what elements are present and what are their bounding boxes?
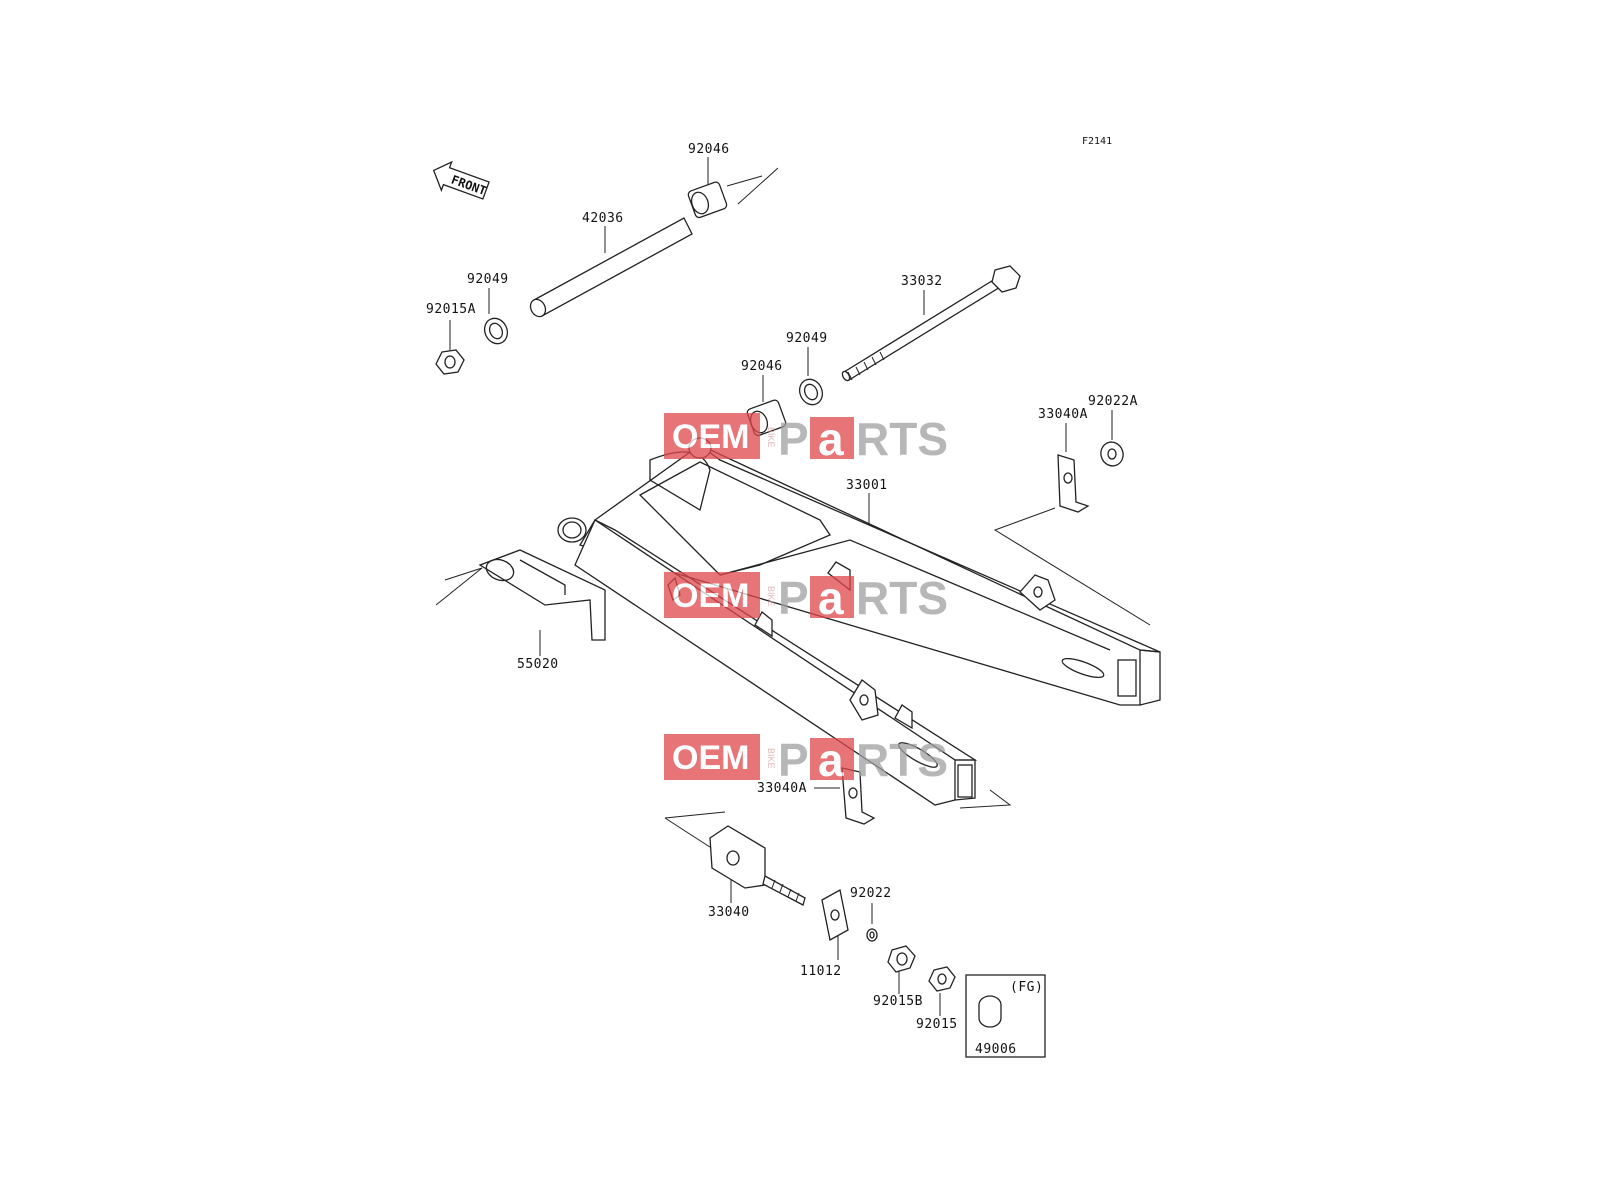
svg-text:RTS: RTS xyxy=(856,734,948,786)
part-33040A-top[interactable] xyxy=(1057,423,1090,513)
label-49006: 49006 xyxy=(975,1042,1017,1057)
svg-text:BIKE: BIKE xyxy=(766,748,776,769)
label-42036: 42036 xyxy=(582,211,624,226)
svg-text:RTS: RTS xyxy=(856,413,948,465)
svg-text:RTS: RTS xyxy=(856,572,948,624)
part-33032[interactable] xyxy=(841,265,1021,382)
svg-text:P: P xyxy=(778,734,809,786)
fg-box-label: (FG) xyxy=(1010,980,1043,995)
part-42036[interactable] xyxy=(528,217,693,319)
label-92022A: 92022A xyxy=(1088,394,1138,409)
diagram-code: F2141 xyxy=(1082,136,1112,147)
watermark-2: OEM BIKE P a RTS xyxy=(664,572,948,624)
svg-text:BIKE: BIKE xyxy=(766,427,776,448)
front-arrow-icon: FRONT xyxy=(432,160,490,200)
part-92015A[interactable] xyxy=(435,320,465,375)
part-33040A-bottom[interactable] xyxy=(841,767,876,825)
svg-text:OEM: OEM xyxy=(672,577,749,615)
label-33032: 33032 xyxy=(901,274,943,289)
label-92015: 92015 xyxy=(916,1017,958,1032)
part-92015[interactable] xyxy=(928,966,956,1016)
svg-text:P: P xyxy=(778,413,809,465)
part-92049-left[interactable] xyxy=(481,288,512,347)
part-11012[interactable] xyxy=(821,888,849,960)
svg-text:a: a xyxy=(818,734,844,786)
svg-text:OEM: OEM xyxy=(672,418,749,456)
label-33001: 33001 xyxy=(846,478,888,493)
part-92046-top[interactable] xyxy=(687,157,779,219)
label-92015A: 92015A xyxy=(426,302,476,317)
label-33040A-top: 33040A xyxy=(1038,407,1088,422)
label-92015B: 92015B xyxy=(873,994,923,1009)
part-33040[interactable] xyxy=(709,825,806,906)
svg-text:a: a xyxy=(818,572,844,624)
label-92049-right: 92049 xyxy=(786,331,828,346)
label-92046-top: 92046 xyxy=(688,142,730,157)
label-92022: 92022 xyxy=(850,886,892,901)
svg-text:a: a xyxy=(818,413,844,465)
part-92015B[interactable] xyxy=(887,945,916,994)
label-33040A-bottom: 33040A xyxy=(757,781,807,796)
svg-text:BIKE: BIKE xyxy=(766,586,776,607)
part-92022[interactable] xyxy=(866,903,878,942)
label-92049-left: 92049 xyxy=(467,272,509,287)
label-33040: 33040 xyxy=(708,905,750,920)
part-55020[interactable] xyxy=(435,549,606,656)
part-92049-right[interactable] xyxy=(796,347,827,408)
part-49006-box[interactable]: (FG) xyxy=(965,974,1046,1058)
label-92046-mid: 92046 xyxy=(741,359,783,374)
watermark-1: OEM BIKE P a RTS xyxy=(664,413,948,465)
label-11012: 11012 xyxy=(800,964,842,979)
svg-text:OEM: OEM xyxy=(672,739,749,777)
part-92022A[interactable] xyxy=(1098,410,1127,469)
svg-text:P: P xyxy=(778,572,809,624)
label-55020: 55020 xyxy=(517,657,559,672)
watermark-3: OEM BIKE P a RTS xyxy=(664,734,948,786)
